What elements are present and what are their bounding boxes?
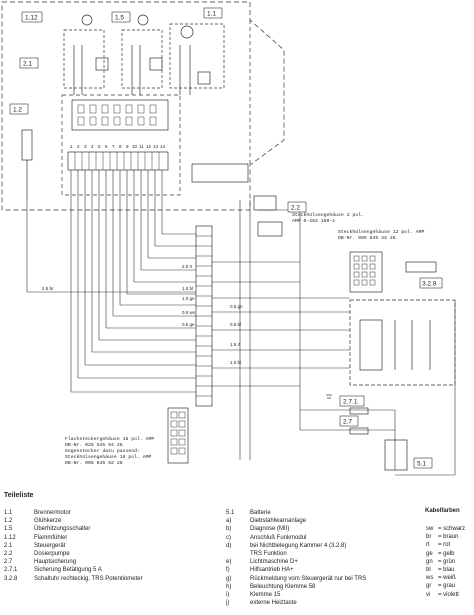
control-unit-outline [61,94,181,196]
color-row: gn= grün [426,558,456,565]
terminal-number: 10 [132,144,138,149]
label-2-7: 2.7 [343,419,352,426]
color-row: bl= blau [426,567,455,574]
label-1-1: 1.1 [207,11,216,18]
label-2-2: 2.2 [291,205,300,212]
housing-12-line-1: Steckhülsengehäuse 12 pol. AMP [338,229,424,235]
housing-18-line-5: DB-Nr. 005 545 92 26 [65,460,123,466]
wiring-diagram: 1.12 1.5 1.1 2.1 1.2 2.2 3.2.8 2.7.1 2.7… [1,1,456,476]
wire-label: 2.5 br [42,286,54,291]
terminal-strip [67,151,169,171]
label-2-7-1: 2.7.1 [343,399,358,406]
housing-18-line-1: Flachsteckergehäuse 18 pol. AMP [65,436,154,442]
legend-row: c)Anschluß Funkmodul [226,534,307,541]
terminal-number: 4 [91,144,94,149]
color-row: ge= gelb [426,550,455,557]
housing-12-line-2: DB-Nr. 005 545 34 26 [338,235,396,241]
legend-row: f)Hilfsantrieb HA+ [226,567,294,574]
legend-row: b)Diagnose (MII) [226,526,290,533]
wire-label: 0.5 ge [182,322,195,327]
label-3-2-8: 3.2.8 [422,281,437,288]
terminal-number: 1 [70,144,73,149]
fuse-2-7 [349,427,369,435]
legend-row: j)externe Heiztaste [226,600,297,607]
housing-18-line-3: Gegenstecker dazu passend: [65,448,140,454]
color-row: sw= schwarz [426,526,466,532]
housing-2-line-2: AMP 0-282 189-1 [292,218,335,224]
label-5-1: 5.1 [417,461,426,468]
battery [384,439,408,471]
wire-label: 1.0 bl [230,360,241,365]
color-row: gr= grau [426,583,456,590]
terminal-number: 7 [112,144,115,149]
color-row: vi= violett [426,591,459,598]
legend-row: h)Beleuchtung Klemme 58 [226,583,316,590]
terminal-number: 2 [77,144,80,149]
wire-label: 1.0 bl [182,286,193,291]
housing-2-line-1: Steckhülsengehäuse 2 pol. [292,212,364,218]
terminal-number: 8 [119,144,122,149]
heater-housing-outline [1,1,285,211]
cable-colors-list: sw= schwarz br= braun rt= rot ge= gelb g… [426,525,465,599]
legend-row: d)bei Nichtbelegung Kammer 4 (3.2.8) [226,542,347,549]
label-2-1: 2.1 [23,61,32,68]
connector-12-pin [349,251,383,293]
legend-title: Teileliste [4,492,34,499]
terminal-number: 3 [84,144,87,149]
terminal-number: 12 [146,144,152,149]
legend-row: i)Klemme 15 [226,592,281,599]
label-1-5: 1.5 [115,15,124,22]
label-1-2: 1.2 [13,107,22,114]
legend-row: a)Diebstahlwarnanlage [226,518,307,525]
housing-18-line-2: DB-Nr. 025 545 94 26 [65,442,123,448]
legend-row: g)Rückmeldung vom Steuergerät nur bei TR… [226,575,367,582]
terminal-number: 14 [160,144,166,149]
legend-row: TRS Funktion [250,551,287,558]
legend-row: e)Lichtmaschine D+ [226,559,298,566]
wire-label: 0.5 ws [182,310,196,315]
terminal-number: 9 [126,144,129,149]
fuse-2-7-1 [349,407,369,415]
wire-label: 2.5 rt [182,264,193,269]
housing-18-line-4: Steckhülsengehäuse 18 pol. AMP [65,454,151,460]
wire-label: 0.5 gn [230,304,243,309]
terminal-number: 6 [105,144,108,149]
color-row: br= braun [426,534,459,541]
color-row: rt= rot [426,542,451,549]
terminal-number: 11 [139,144,144,149]
cable-colors-title: Kabelfarben [425,508,460,514]
timer-outline [349,299,456,386]
wire-label: 1.0 gn [182,296,195,301]
terminal-number: 13 [153,144,159,149]
terminal-number: 5 [98,144,101,149]
wire-label: 1.5 rt [230,342,241,347]
color-row: ws= weiß [426,575,456,582]
label-1-12: 1.12 [25,15,38,22]
wire-label: 0.5 bl [230,322,241,327]
